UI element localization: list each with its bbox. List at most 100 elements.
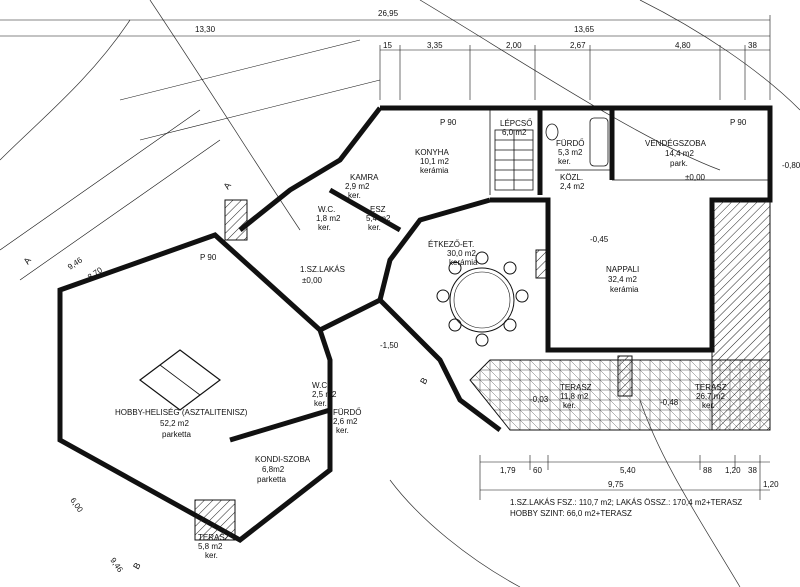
level-mark: -0,45 bbox=[590, 235, 609, 244]
dim-2-00: 2,00 bbox=[506, 41, 522, 50]
ping-pong-table bbox=[139, 349, 221, 411]
level-mark: -0,03 bbox=[530, 395, 549, 404]
area-summary-line1: 1.SZ.LAKÁS FSZ.: 110,7 m2; LAKÁS ÖSSZ.: … bbox=[510, 498, 742, 507]
room-floor: ker. bbox=[318, 223, 331, 232]
room-wc2: W.C. 2,5 m2 ker. bbox=[312, 381, 337, 408]
room-floor: ker. bbox=[563, 401, 576, 410]
dim-88: 88 bbox=[703, 466, 712, 475]
top-dimension-lines bbox=[0, 15, 771, 100]
section-markers: A A B B bbox=[21, 180, 429, 571]
dim-38b: 38 bbox=[748, 466, 757, 475]
section-marker-a2: A bbox=[221, 180, 233, 191]
room-level: ±0,00 bbox=[302, 276, 323, 285]
room-name: W.C. bbox=[318, 205, 335, 214]
room-floor: parketta bbox=[257, 475, 286, 484]
room-area: 6,8m2 bbox=[262, 465, 285, 474]
room-furdo2: FÜRDŐ 2,6 m2 ker. bbox=[333, 408, 361, 435]
bathroom-fixtures bbox=[545, 117, 609, 167]
room-terasz3: TERASZ 5,8 m2 ker. bbox=[198, 533, 230, 560]
room-etkezo: ÉTKEZŐ-ET. 30,0 m2 kerámia bbox=[428, 240, 478, 267]
room-area: 30,0 m2 bbox=[447, 249, 476, 258]
dim-15: 15 bbox=[383, 41, 392, 50]
dim-38: 38 bbox=[748, 41, 757, 50]
room-name: TERASZ bbox=[695, 383, 727, 392]
room-lepcso: LÉPCSŐ 6,0 m2 bbox=[500, 119, 532, 137]
dim-4-80: 4,80 bbox=[675, 41, 691, 50]
room-kamra: KAMRA 2,9 m2 ker. bbox=[345, 173, 379, 200]
room-area: 2,4 m2 bbox=[560, 182, 585, 191]
room-hobby: HOBBY-HELISÉG (ASZTALITENISZ) 52,2 m2 pa… bbox=[115, 408, 248, 439]
section-marker-b: B bbox=[418, 376, 430, 386]
level-mark: ±0,00 bbox=[685, 173, 706, 182]
room-terasz1: TERASZ 11,8 m2 ker. bbox=[560, 383, 592, 410]
diagonal-dimension-ladder bbox=[0, 39, 381, 281]
room-name: TERASZ bbox=[560, 383, 592, 392]
room-area: 1,8 m2 bbox=[316, 214, 341, 223]
dim-9-46b: 9,46 bbox=[108, 556, 125, 574]
dim-6-00: 6,00 bbox=[68, 496, 85, 514]
room-name: VENDÉGSZOBA bbox=[645, 139, 707, 148]
room-floor: kerámia bbox=[449, 258, 478, 267]
room-lakas: 1.SZ.LAKÁS ±0,00 bbox=[300, 265, 345, 285]
tag-p90: P 90 bbox=[200, 253, 217, 262]
room-name: KONYHA bbox=[415, 148, 449, 157]
room-furdo: FÜRDŐ 5,3 m2 ker. bbox=[556, 139, 584, 166]
section-marker-b2: B bbox=[131, 561, 143, 571]
dim-9-46: 9,46 bbox=[66, 255, 84, 271]
room-name: KONDI-SZOBA bbox=[255, 455, 311, 464]
dim-1-20b: 1,20 bbox=[763, 480, 779, 489]
dim-60: 60 bbox=[533, 466, 542, 475]
room-name: TERASZ bbox=[198, 533, 230, 542]
room-terasz2: TERASZ 26,7 m2 ker. bbox=[695, 383, 727, 410]
dim-13-65: 13,65 bbox=[574, 25, 595, 34]
level-mark: -0,48 bbox=[660, 398, 679, 407]
room-area: 32,4 m2 bbox=[608, 275, 637, 284]
room-floor: parketta bbox=[162, 430, 191, 439]
room-floor: ker. bbox=[368, 223, 381, 232]
room-floor: ker. bbox=[336, 426, 349, 435]
room-area: 11,8 m2 bbox=[560, 392, 589, 401]
room-floor: kerámia bbox=[610, 285, 639, 294]
dim-3-35: 3,35 bbox=[427, 41, 443, 50]
middle-wing-walls bbox=[238, 106, 491, 301]
level-markers: ±0,00 -0,45 -0,48 -0,03 -1,50 -0,80 bbox=[380, 161, 800, 407]
room-floor: ker. bbox=[702, 401, 715, 410]
area-summary-line2: HOBBY SZINT: 66,0 m2+TERASZ bbox=[510, 509, 632, 518]
room-floor: ker. bbox=[558, 157, 571, 166]
dining-table bbox=[436, 251, 529, 347]
room-name: KÖZL. bbox=[560, 173, 583, 182]
room-area: 26,7 m2 bbox=[696, 392, 725, 401]
room-area: 10,1 m2 bbox=[420, 157, 449, 166]
room-floor: park. bbox=[670, 159, 688, 168]
room-floor: kerámia bbox=[420, 166, 449, 175]
room-area: 2,5 m2 bbox=[312, 390, 337, 399]
tag-p90: P 90 bbox=[440, 118, 457, 127]
lower-wing-walls bbox=[57, 232, 502, 543]
level-mark: -1,50 bbox=[380, 341, 399, 350]
room-konyha: KONYHA 10,1 m2 kerámia bbox=[415, 148, 449, 175]
room-wc: W.C. 1,8 m2 ker. bbox=[316, 205, 341, 232]
room-kozl: KÖZL. 2,4 m2 bbox=[560, 173, 585, 191]
level-mark: -0,80 bbox=[782, 161, 800, 170]
dim-9-75: 9,75 bbox=[608, 480, 624, 489]
room-floor: ker. bbox=[314, 399, 327, 408]
dim-13-30: 13,30 bbox=[195, 25, 216, 34]
dim-2-67: 2,67 bbox=[570, 41, 586, 50]
dim-1-20: 1,20 bbox=[725, 466, 741, 475]
dim-5-40: 5,40 bbox=[620, 466, 636, 475]
room-name: W.C. bbox=[312, 381, 329, 390]
room-area: 5,8 m2 bbox=[198, 542, 223, 551]
room-name: ÉTKEZŐ-ET. bbox=[428, 240, 474, 249]
room-name: ESZ bbox=[370, 205, 386, 214]
tag-p90: P 90 bbox=[730, 118, 747, 127]
staircase-upper bbox=[494, 129, 534, 191]
room-name: HOBBY-HELISÉG (ASZTALITENISZ) bbox=[115, 408, 248, 417]
room-area: 2,9 m2 bbox=[345, 182, 370, 191]
room-name: KAMRA bbox=[350, 173, 379, 182]
section-marker-a: A bbox=[21, 255, 33, 266]
structural-columns bbox=[194, 199, 633, 541]
room-floor: ker. bbox=[348, 191, 361, 200]
room-name: FÜRDŐ bbox=[333, 408, 361, 417]
